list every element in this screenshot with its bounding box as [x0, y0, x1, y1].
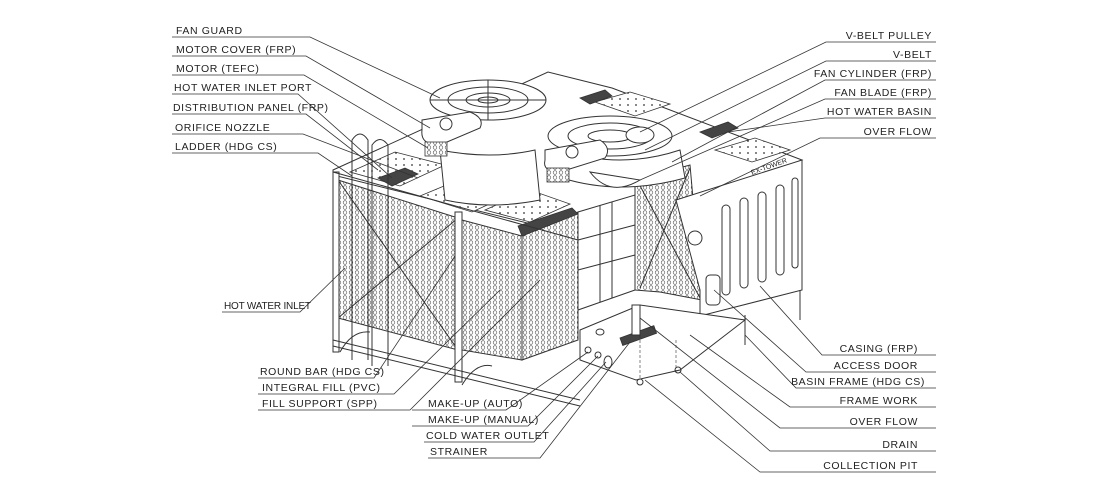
fan-assembly-right	[544, 115, 686, 188]
label-fan-blade: FAN BLADE (FRP)	[834, 87, 932, 99]
label-frame-work: FRAME WORK	[840, 395, 918, 407]
labels-left: FAN GUARD MOTOR COVER (FRP) MOTOR (TEFC)…	[173, 25, 549, 458]
label-round-bar: ROUND BAR (HDG CS)	[260, 366, 385, 378]
frame-post	[454, 211, 463, 383]
frame-post	[332, 171, 340, 353]
over-flow-pipe	[631, 304, 641, 336]
labels-right: V-BELT PULLEY V-BELT FAN CYLINDER (FRP) …	[791, 30, 932, 472]
tower-drawing: EX-TOWER	[332, 71, 804, 407]
frame-bracket	[339, 331, 371, 353]
motor-cover	[421, 111, 482, 146]
label-v-belt-pulley: V-BELT PULLEY	[846, 30, 932, 42]
label-drain: DRAIN	[882, 439, 918, 451]
label-hot-water-inlet-port: HOT WATER INLET PORT	[174, 82, 312, 94]
label-orifice-nozzle: ORIFICE NOZZLE	[175, 122, 270, 134]
label-over-flow-top: OVER FLOW	[864, 126, 932, 138]
label-motor-cover: MOTOR COVER (FRP)	[176, 44, 296, 56]
label-fan-cylinder: FAN CYLINDER (FRP)	[814, 68, 932, 80]
motor	[424, 141, 448, 157]
distribution-panel-right	[713, 137, 792, 163]
label-ladder: LADDER (HDG CS)	[175, 141, 277, 153]
hot-water-inlet-box-right	[698, 121, 739, 139]
label-v-belt: V-BELT	[893, 49, 932, 61]
label-over-flow-bottom: OVER FLOW	[850, 416, 918, 428]
casing	[675, 159, 803, 317]
ladder	[351, 133, 389, 366]
access-door-knob	[687, 230, 703, 246]
v-belt-pulley	[625, 126, 655, 144]
distribution-panel-back	[593, 91, 672, 117]
frame-bracket	[461, 364, 493, 386]
access-door	[705, 274, 721, 306]
fan-blade	[588, 171, 642, 188]
casing-ribs	[721, 177, 799, 296]
integral-fill-front	[461, 219, 523, 361]
label-motor: MOTOR (TEFC)	[176, 63, 259, 75]
label-fill-support: FILL SUPPORT (SPP)	[262, 398, 378, 410]
label-hot-water-basin: HOT WATER BASIN	[827, 106, 932, 118]
label-hot-water-inlet: HOT WATER INLET	[224, 301, 311, 312]
frame-work-window	[577, 194, 636, 311]
fan-assembly-left	[421, 79, 547, 206]
label-strainer: STRAINER	[430, 446, 488, 458]
label-make-up-auto: MAKE-UP (AUTO)	[428, 398, 523, 410]
leader-lines	[172, 36, 936, 473]
integral-fill-block	[521, 211, 579, 361]
label-basin-frame: BASIN FRAME (HDG CS)	[791, 376, 925, 388]
label-distribution-panel: DISTRIBUTION PANEL (FRP)	[173, 102, 329, 114]
label-casing: CASING (FRP)	[840, 343, 918, 355]
collection-basin	[579, 304, 747, 381]
label-make-up-manual: MAKE-UP (MANUAL)	[428, 414, 539, 426]
label-cold-water-outlet: COLD WATER OUTLET	[426, 430, 549, 442]
label-access-door: ACCESS DOOR	[834, 360, 918, 372]
hot-water-inlet-box-back	[579, 89, 613, 105]
label-integral-fill: INTEGRAL FILL (PVC)	[262, 382, 381, 394]
label-collection-pit: COLLECTION PIT	[823, 460, 918, 472]
label-fan-guard: FAN GUARD	[176, 25, 243, 37]
